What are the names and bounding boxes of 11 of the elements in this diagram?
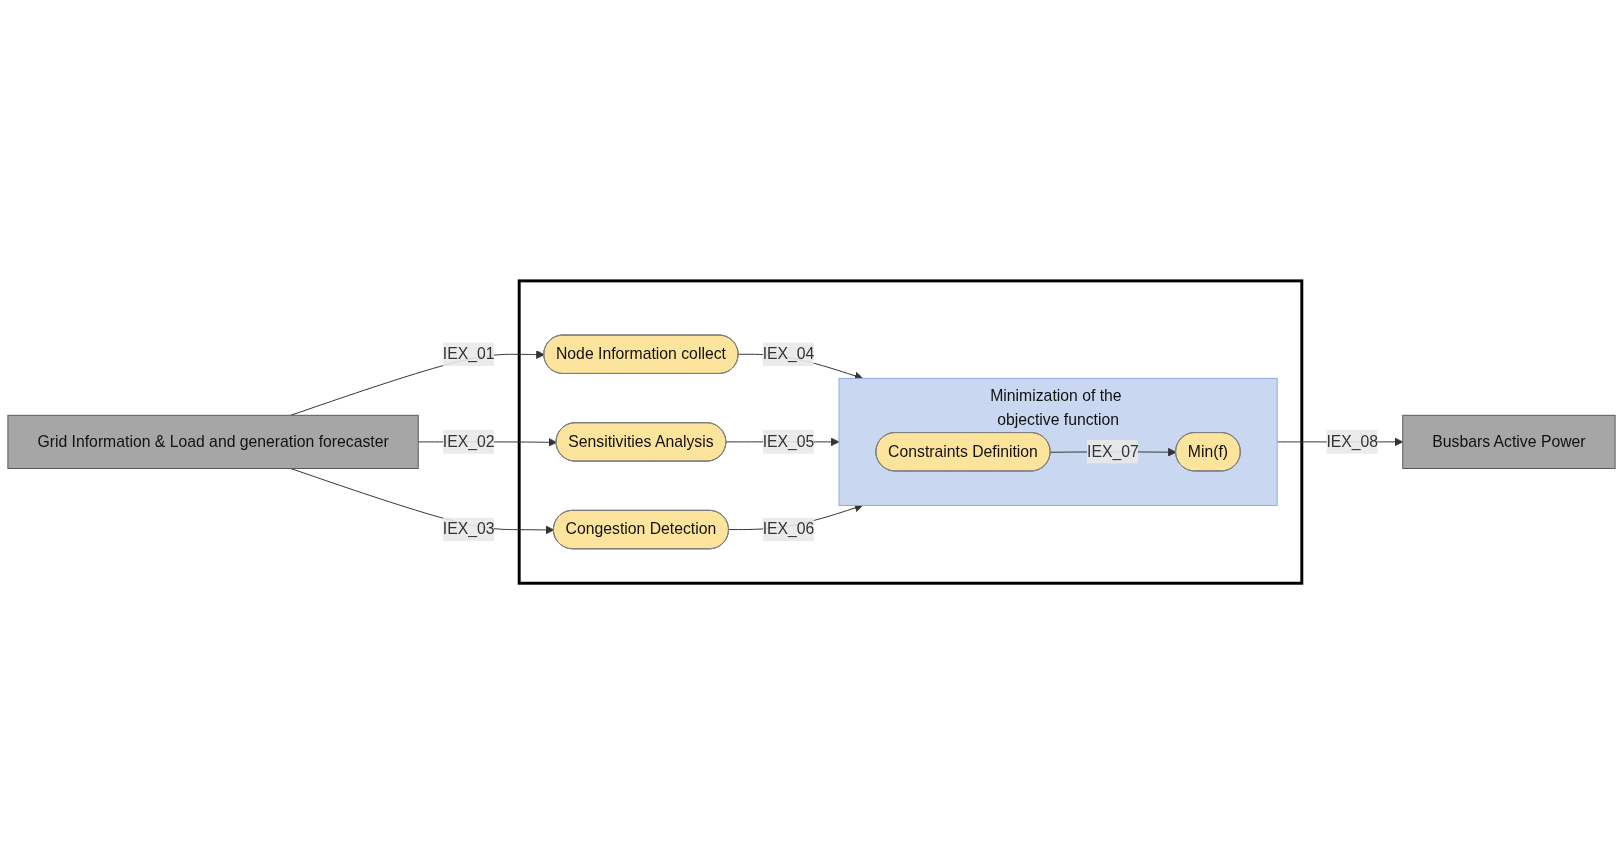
node-box: Grid Information & Load and generation forecaster xyxy=(7,414,419,469)
edge-label: IEX_06 xyxy=(762,520,815,538)
cluster xyxy=(517,279,1304,585)
edge-label: IEX_03 xyxy=(442,520,495,538)
node-box: Busbars Active Power xyxy=(1402,414,1616,469)
edge-label: IEX_07 xyxy=(1087,442,1139,460)
edge-label: IEX_08 xyxy=(1326,432,1379,450)
edge-label: IEX_04 xyxy=(762,345,815,363)
edge-label: IEX_01 xyxy=(442,345,495,363)
edge-label: IEX_02 xyxy=(442,432,495,450)
edge-label: IEX_05 xyxy=(762,432,815,450)
